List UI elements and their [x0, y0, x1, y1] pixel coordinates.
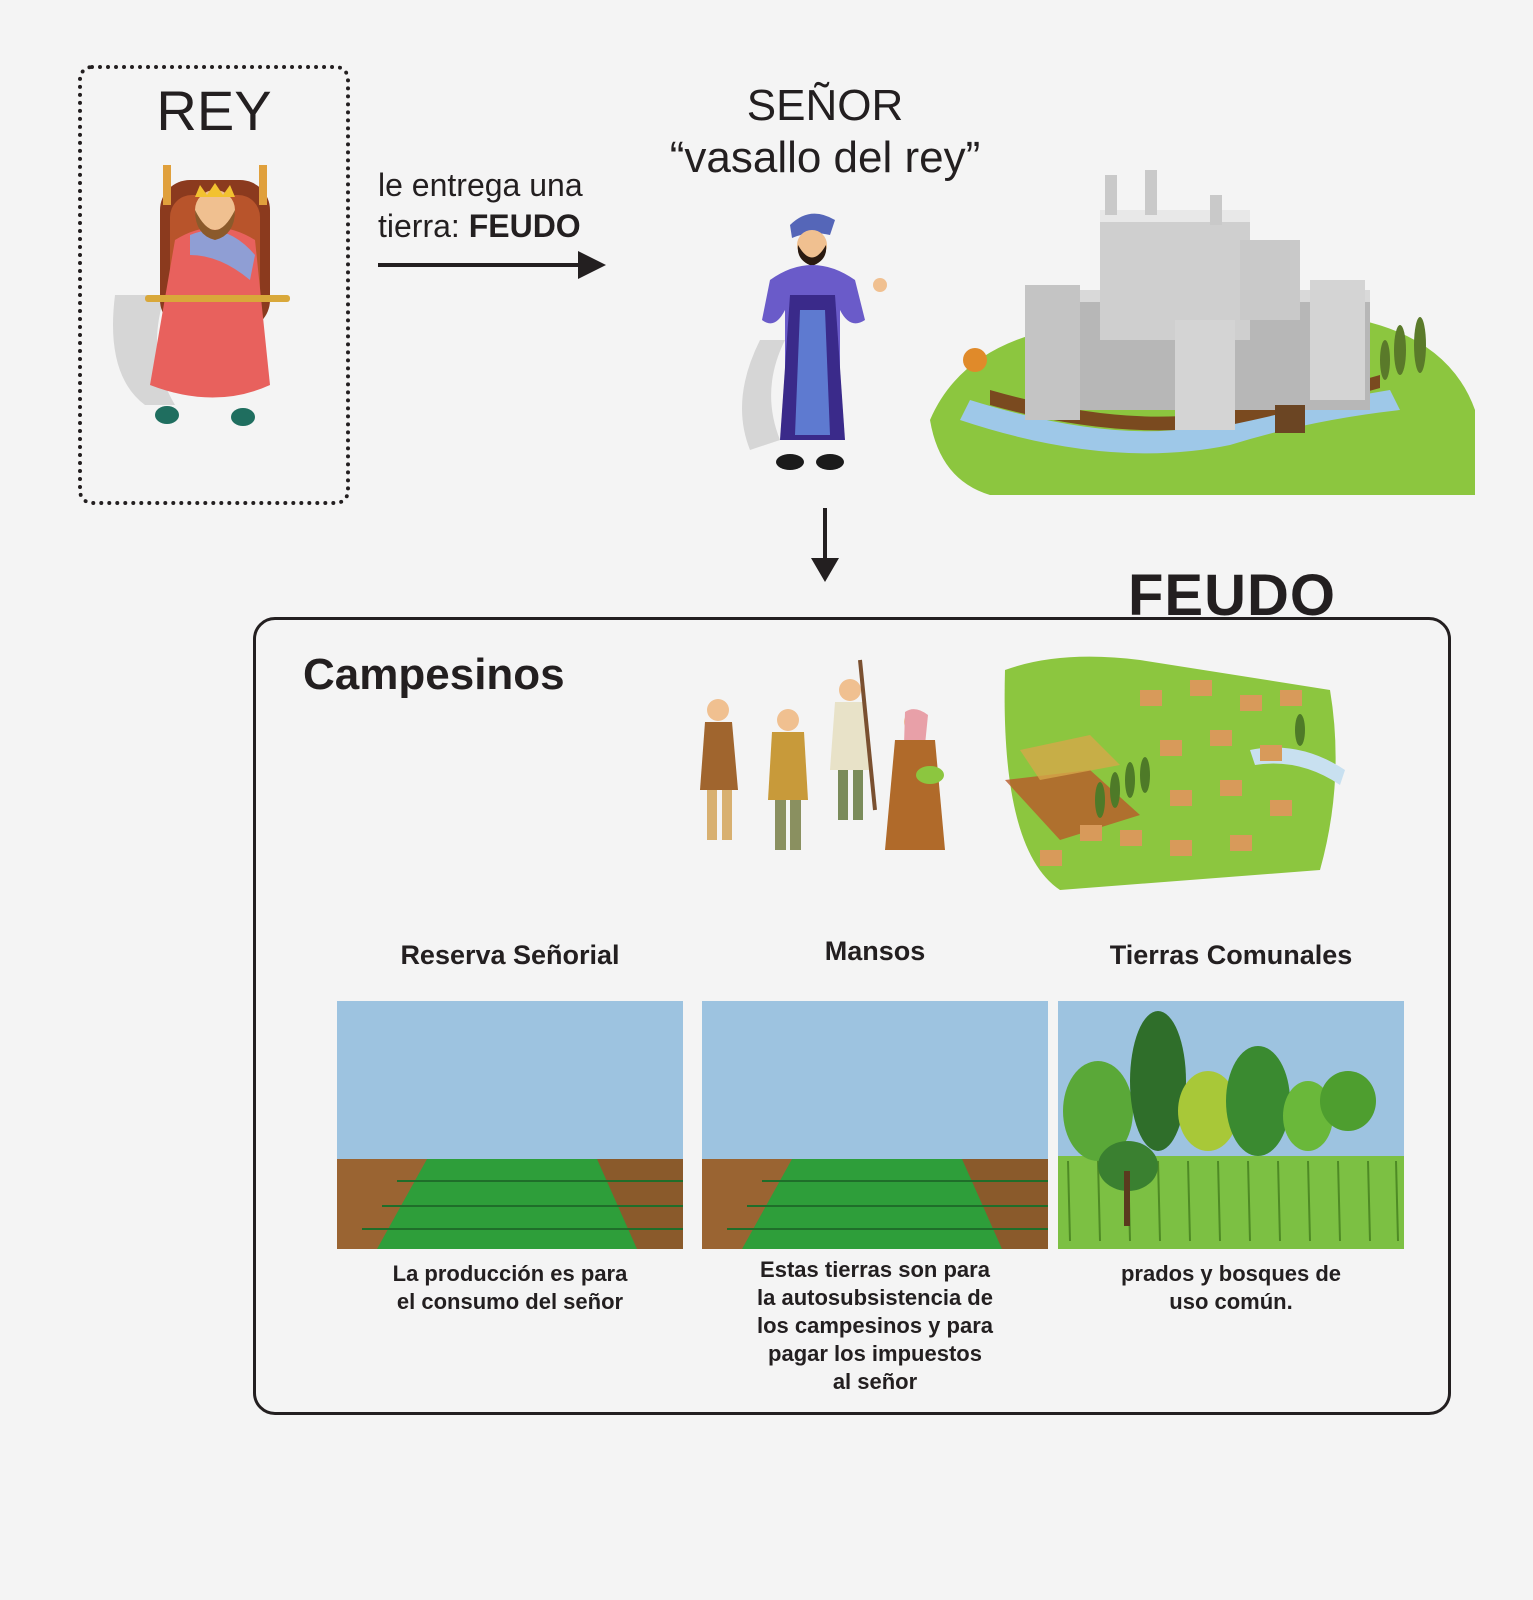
gives-text: le entrega una tierra: FEUDO	[378, 165, 583, 247]
campesinos-title: Campesinos	[303, 650, 565, 699]
land-label-comunales: Tierras Comunales	[1109, 940, 1353, 970]
gives-line-2: tierra: FEUDO	[378, 206, 583, 247]
comunales-description-line: uso común.	[1169, 1289, 1293, 1314]
feudo-frame	[253, 617, 1451, 1415]
mansos-field-image	[702, 1001, 1048, 1249]
feudo-title: FEUDO	[1128, 563, 1336, 628]
reserva-field-image	[337, 1001, 683, 1249]
gives-feudo-bold: FEUDO	[468, 208, 581, 244]
king-on-throne-illustration	[105, 155, 305, 445]
land-label-reserva: Reserva Señorial	[400, 940, 620, 970]
comunales-description: prados y bosques de uso común.	[1058, 1260, 1404, 1316]
arrow-right-icon	[378, 248, 608, 282]
mansos-description-line: los campesinos y para	[757, 1313, 993, 1338]
rey-frame	[78, 65, 350, 505]
mansos-description-line: la autosubsistencia de	[757, 1285, 993, 1310]
land-label-mansos: Mansos	[824, 936, 926, 966]
mansos-description: Estas tierras son para la autosubsistenc…	[702, 1256, 1048, 1396]
peasants-illustration	[660, 650, 960, 875]
reserva-description: La producción es para el consumo del señ…	[337, 1260, 683, 1316]
lord-illustration	[730, 200, 900, 480]
comunales-forest-image	[1058, 1001, 1404, 1249]
comunales-description-line: prados y bosques de	[1120, 1261, 1342, 1286]
mansos-description-line: al señor	[832, 1369, 918, 1394]
senor-title-line-1: SEÑOR	[746, 81, 904, 130]
mansos-description-line: pagar los impuestos	[768, 1341, 982, 1366]
gives-prefix: tierra:	[378, 208, 469, 244]
reserva-description-line: La producción es para	[392, 1261, 628, 1286]
village-illustration	[1000, 650, 1345, 895]
gives-line-1: le entrega una	[378, 167, 583, 203]
rey-title: REY	[156, 79, 272, 142]
castle-illustration	[930, 170, 1480, 500]
senor-title: SEÑOR “vasallo del rey”	[590, 80, 1060, 184]
mansos-description-line: Estas tierras son para	[760, 1257, 990, 1282]
arrow-down-icon	[808, 508, 842, 584]
senor-title-line-2: “vasallo del rey”	[669, 133, 981, 182]
reserva-description-line: el consumo del señor	[396, 1289, 624, 1314]
